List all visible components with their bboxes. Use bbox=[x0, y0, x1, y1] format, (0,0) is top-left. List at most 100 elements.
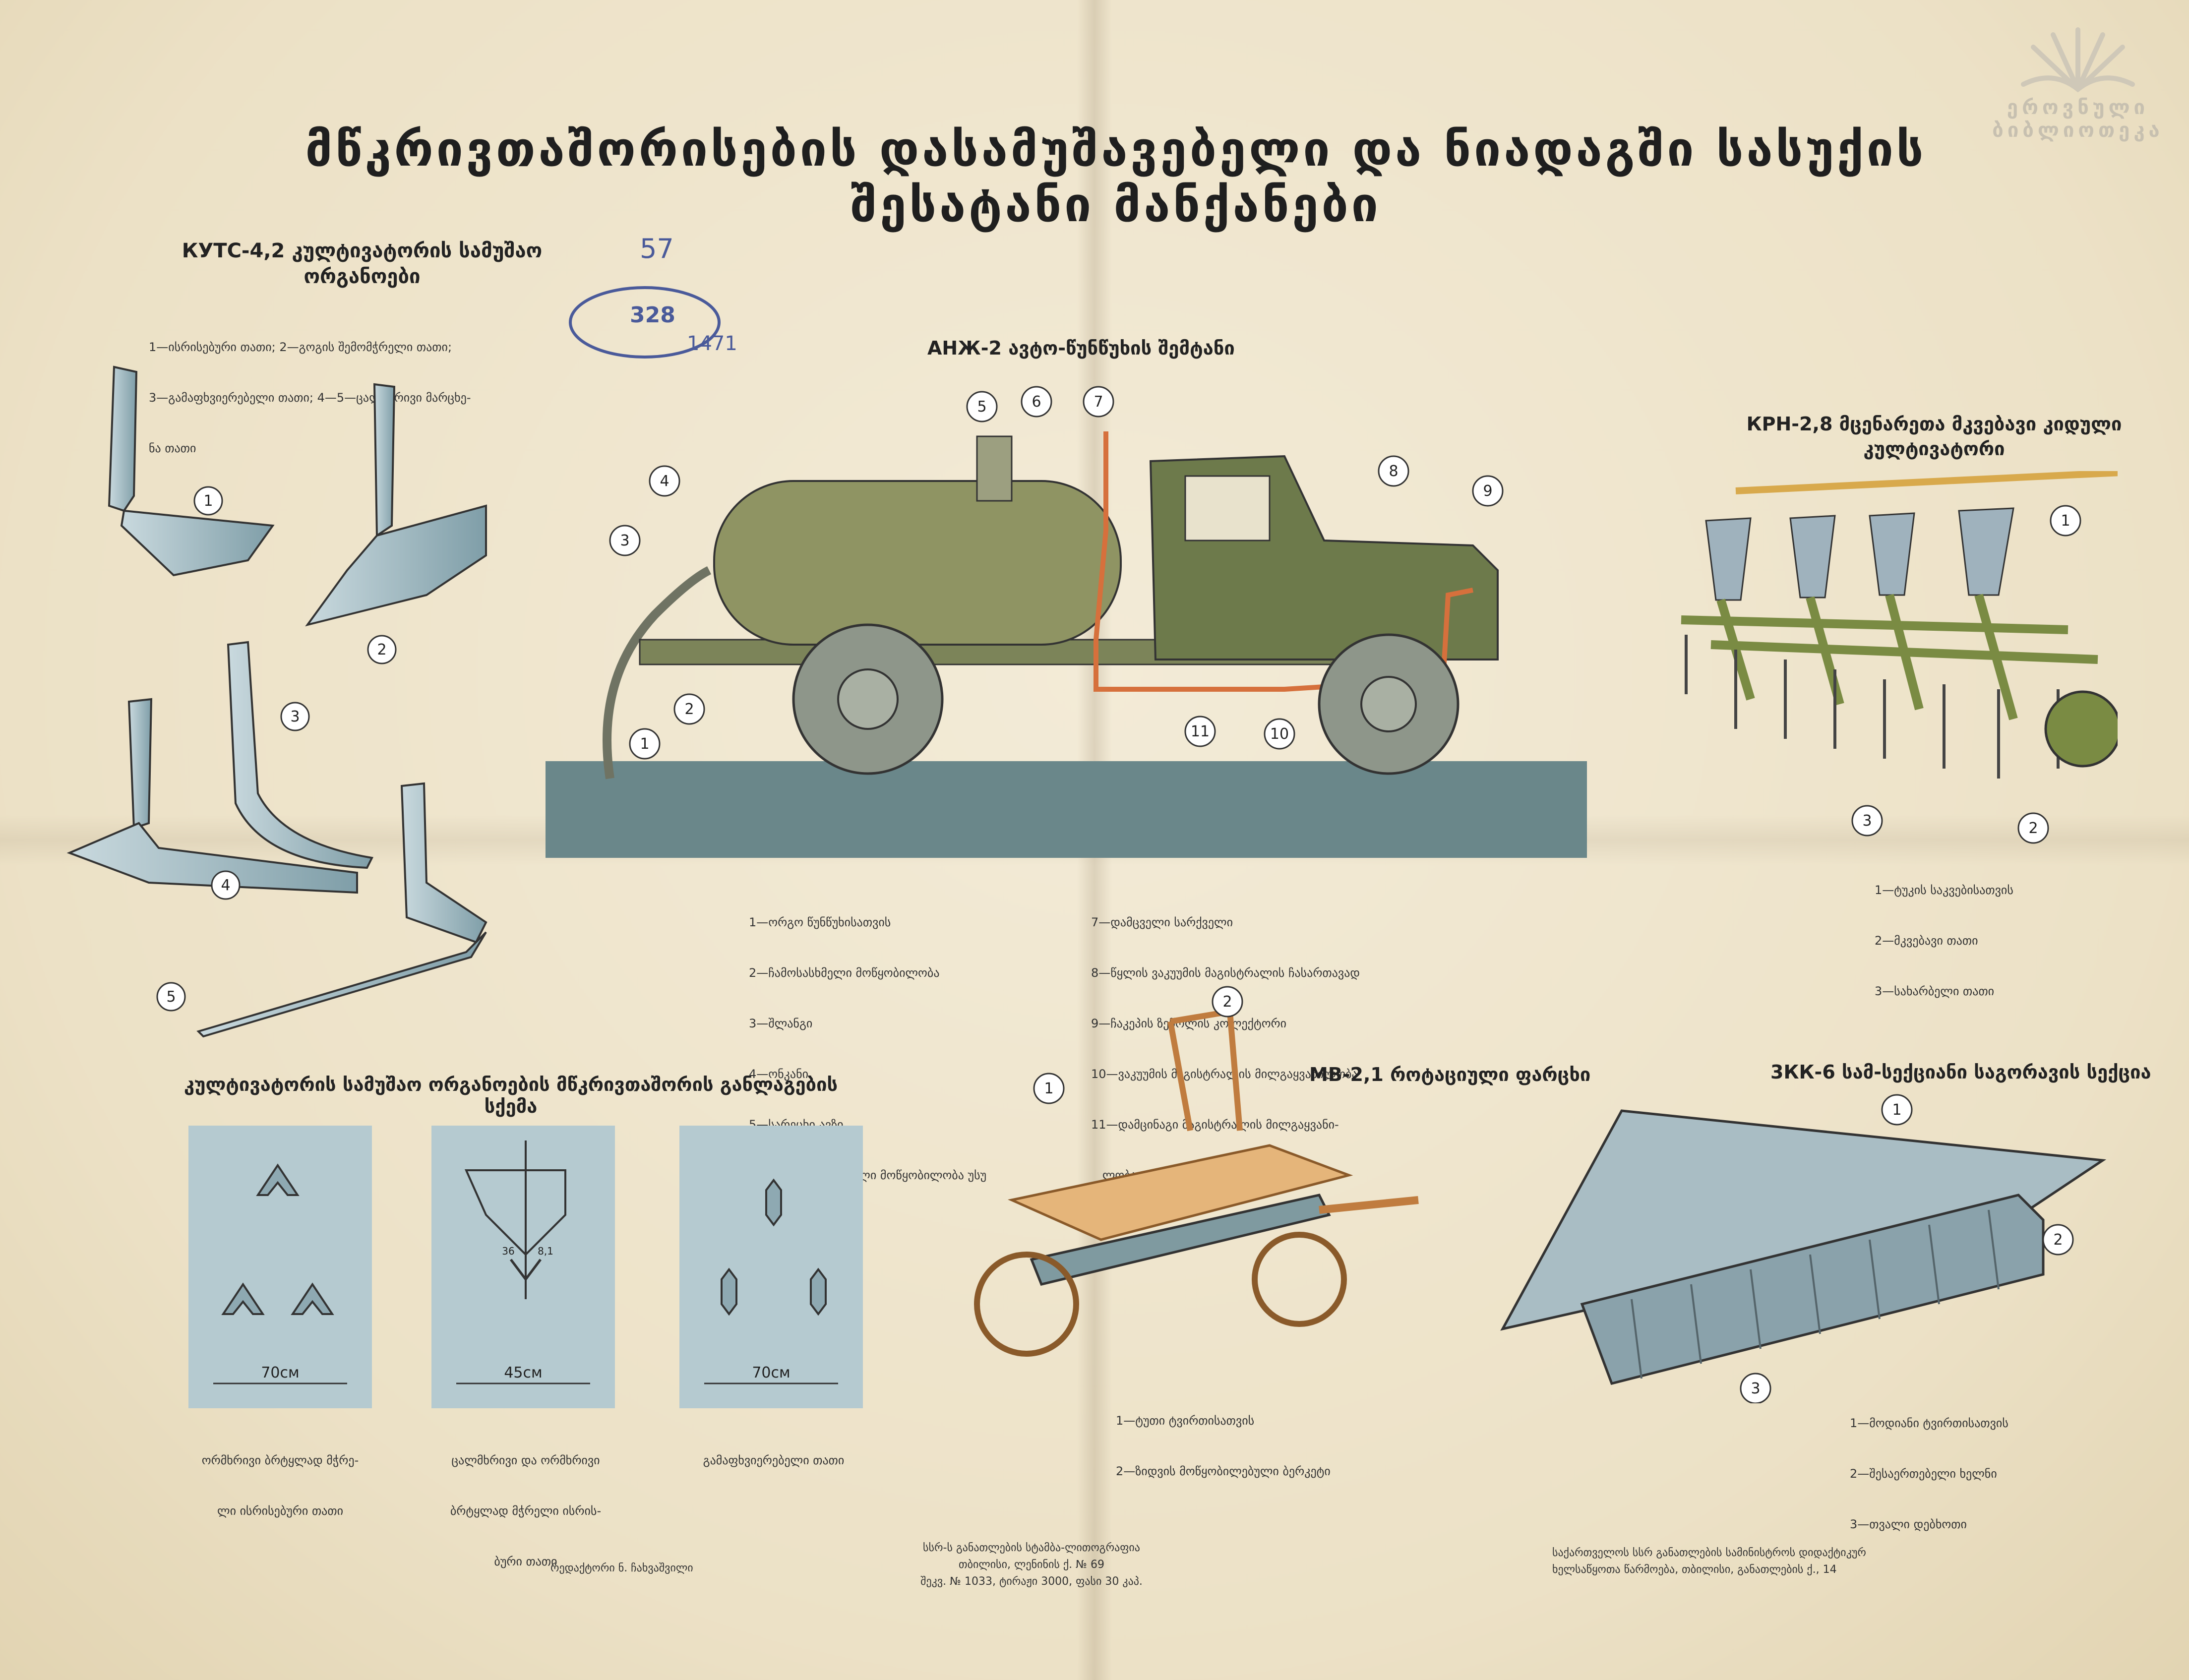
footer-printer-line: თბილისი, ლენინის ქ. № 69 bbox=[958, 1559, 1105, 1571]
kuts-title-2: ორგანოები bbox=[304, 265, 421, 288]
library-logo: ეროვნული ბიბლიოთეკა bbox=[1979, 10, 2177, 179]
zkk-legend-item: 3—თვალი დებხოთი bbox=[1850, 1517, 1967, 1531]
footer-publisher-line: ხელსაწყოთა წარმოება, თბილისი, განათლების… bbox=[1552, 1563, 1837, 1576]
panel-2-mark-a: 36 bbox=[502, 1245, 514, 1257]
panel-1-caption-line: ლი ისრისებური თათი bbox=[217, 1504, 343, 1518]
footer-printer-line: შეკვ. № 1033, ტირაჟი 3000, ფასი 30 კაპ. bbox=[920, 1575, 1143, 1588]
harrow-platform bbox=[1007, 1144, 1353, 1241]
footer-editor: რედაქტორი ნ. ჩახვაშვილი bbox=[550, 1562, 693, 1574]
kuts-legend-line: 3—გამაფხვიერებელი თათი; 4—5—ცალმხრივი მა… bbox=[149, 391, 471, 405]
anzh-truck-illustration: 1 2 3 4 5 6 7 8 9 10 11 bbox=[546, 386, 1587, 858]
front-wheel bbox=[1318, 633, 1459, 775]
kuts-code: КУТС-4,2 bbox=[182, 240, 285, 262]
anzh-legend-right: 7—დამცველი სარქველი 8—წყლის ვაკუუმის მაგ… bbox=[1091, 880, 1360, 1200]
kuts-callout-3: 3 bbox=[290, 708, 300, 725]
mv-heading: МВ-2,1 როტაციული ფარცხი bbox=[1309, 1064, 1590, 1085]
kuts-legend: 1—ისრისებური თათი; 2—გოგის შემომჭრელი თა… bbox=[149, 305, 471, 474]
tool-oneside-5 bbox=[196, 782, 487, 1038]
footer-publisher: საქართველოს სსრ განათლების სამინისტროს დ… bbox=[1552, 1545, 1866, 1578]
zkk-legend-item: 1—მოდიანი ტვირთისათვის bbox=[1850, 1416, 2008, 1430]
anzh-callout-10: 10 bbox=[1270, 725, 1289, 743]
anzh-callout-4: 4 bbox=[660, 473, 669, 490]
krn-title-2: კულტივატორი bbox=[1863, 438, 2005, 460]
anzh-legend-item: 4—ონკანი bbox=[749, 1067, 809, 1081]
krn-title-1: მცენარეთა მკვებავი კიდული bbox=[1839, 413, 2122, 435]
anzh-legend-item: 8—წყლის ვაკუუმის მაგისტრალის ჩასართავად bbox=[1091, 966, 1360, 980]
ground-strip bbox=[546, 761, 1587, 858]
scheme-panels: 70см 45см 70см 36 8,1 bbox=[188, 1126, 863, 1408]
library-stamp: 57 328 1471 bbox=[560, 233, 769, 377]
tank bbox=[713, 480, 1122, 646]
tool-loosener-3 bbox=[227, 641, 373, 869]
stamp-number-bottom: 1471 bbox=[687, 332, 737, 355]
logo-line-2: ბიბლიოთეკა bbox=[1992, 119, 2164, 142]
kuts-callout-4: 4 bbox=[221, 877, 230, 894]
mv-legend-item: 2—ზიდვის მოწყობილებული ბერკეტი bbox=[1116, 1464, 1331, 1478]
anzh-legend-item: 3—შლანგი bbox=[749, 1017, 813, 1030]
panel-2-caption: ცალმხრივი და ორმხრივი ბრტყლად მჭრელი ისრ… bbox=[436, 1418, 615, 1587]
krn-callout-1: 1 bbox=[2061, 512, 2070, 530]
krn-callout-3: 3 bbox=[1862, 812, 1872, 830]
harrow-wheel-left bbox=[974, 1252, 1079, 1357]
zkk-roller-illustration: 1 2 3 bbox=[1500, 1094, 2107, 1403]
scheme-panel-1 bbox=[188, 1126, 372, 1408]
anzh-callout-8: 8 bbox=[1389, 463, 1398, 480]
mv-harrow-illustration: 1 2 bbox=[974, 986, 1419, 1357]
cultivator-frame bbox=[1681, 594, 2098, 720]
panel-3-caption-line: გამაფხვიერებელი თათი bbox=[703, 1453, 845, 1467]
zkk-callout-2: 2 bbox=[2053, 1231, 2063, 1249]
scheme-heading: კულტივატორის სამუშაო ორგანოების მწკრივთა… bbox=[183, 1074, 838, 1117]
kuts-title-1: კულტივატორის სამუშაო bbox=[292, 240, 543, 262]
zkk-title: სამ-სექციანი საგორავის სექცია bbox=[1842, 1061, 2151, 1083]
krn-legend-item: 2—მკვებავი თათი bbox=[1875, 934, 1978, 948]
kuts-callout-2: 2 bbox=[377, 641, 386, 659]
mv-callout-1: 1 bbox=[1044, 1080, 1053, 1097]
tool-furrow-2 bbox=[305, 383, 487, 627]
panel-2-caption-line: ცალმხრივი და ორმხრივი bbox=[451, 1453, 600, 1467]
panel-2-width: 45см bbox=[504, 1364, 542, 1381]
stamp-oval bbox=[569, 286, 721, 359]
kuts-callout-5: 5 bbox=[166, 988, 176, 1006]
panel-3-width: 70см bbox=[752, 1364, 790, 1381]
anzh-legend-item: 11—დამცინაგი მაგისტრალის მილგაყვანი- bbox=[1091, 1118, 1339, 1132]
land-wheel bbox=[2044, 690, 2118, 768]
kuts-tools-illustration: 1 2 3 4 5 bbox=[66, 365, 487, 1038]
zkk-heading: 3КК-6 სამ-სექციანი საგორავის სექცია bbox=[1770, 1061, 2151, 1083]
anzh-code: АНЖ-2 bbox=[927, 337, 1002, 359]
kuts-legend-line: ნა თათი bbox=[149, 441, 196, 455]
book-fan-icon bbox=[2021, 27, 2135, 93]
krn-legend-item: 1—ტუკის საკვებისათვის bbox=[1875, 883, 2013, 897]
krn-legend-item: 3—სახარბელი თათი bbox=[1875, 984, 1995, 998]
anzh-legend-item: 1—ორგო წუნწუხისათვის bbox=[749, 915, 891, 929]
anzh-callout-2: 2 bbox=[684, 701, 694, 718]
mv-legend: 1—ტუთი ტვირთისათვის 2—ზიდვის მოწყობილებუ… bbox=[1116, 1379, 1331, 1497]
krn-heading: КРН-2,8 მცენარეთა მკვებავი კიდული კულტივ… bbox=[1746, 412, 2123, 461]
scheme-panel-3 bbox=[679, 1126, 863, 1408]
kuts-heading: КУТС-4,2 კულტივატორის სამუშაო ორგანოები bbox=[164, 238, 560, 290]
anzh-callout-6: 6 bbox=[1032, 393, 1041, 411]
mv-title: როტაციული ფარცხი bbox=[1390, 1064, 1591, 1085]
anzh-callout-1: 1 bbox=[640, 735, 649, 753]
zkk-legend-item: 2—შესაერთებელი ხელნი bbox=[1850, 1467, 1997, 1481]
mv-code: МВ-2,1 bbox=[1309, 1064, 1384, 1085]
anzh-legend-item: 2—ჩამოსასხმელი მოწყობილობა bbox=[749, 966, 940, 980]
panel-2-caption-line: ბური თათი bbox=[494, 1555, 557, 1568]
tool-oneside-4 bbox=[66, 698, 358, 894]
anzh-callout-11: 11 bbox=[1191, 723, 1210, 740]
anzh-legend-item: 9—ჩაკეპის ზეწოლის კოლექტორი bbox=[1091, 1017, 1287, 1030]
mv-legend-item: 1—ტუთი ტვირთისათვის bbox=[1116, 1414, 1255, 1428]
footer-printer-line: სსრ-ს განათლების სტამბა-ლითოგრაფია bbox=[923, 1542, 1140, 1554]
krn-cultivator-illustration: 1 2 3 bbox=[1681, 471, 2118, 844]
zkk-code: 3КК-6 bbox=[1770, 1061, 1835, 1083]
anzh-title: ავტო-წუნწუხის შემტანი bbox=[1008, 337, 1235, 359]
poster-title: მწკრივთაშორისების დასამუშავებელი და ნიად… bbox=[305, 121, 1927, 233]
stamp-number-mid: 328 bbox=[630, 302, 675, 328]
harrow-wheel-right bbox=[1252, 1232, 1347, 1327]
anzh-legend-item: 10—ვაკუუმის მაგისტრალის მილგაყვანილობა bbox=[1091, 1067, 1358, 1081]
zkk-callout-3: 3 bbox=[1751, 1380, 1760, 1397]
anzh-heading: АНЖ-2 ავტო-წუნწუხის შემტანი bbox=[927, 337, 1235, 359]
rear-wheel bbox=[792, 623, 944, 775]
tool-sweep-1 bbox=[108, 365, 275, 577]
panel-1-caption-line: ორმხრივი ბრტყლად მჭრე- bbox=[201, 1453, 359, 1467]
scheme-panel-2 bbox=[431, 1126, 615, 1408]
